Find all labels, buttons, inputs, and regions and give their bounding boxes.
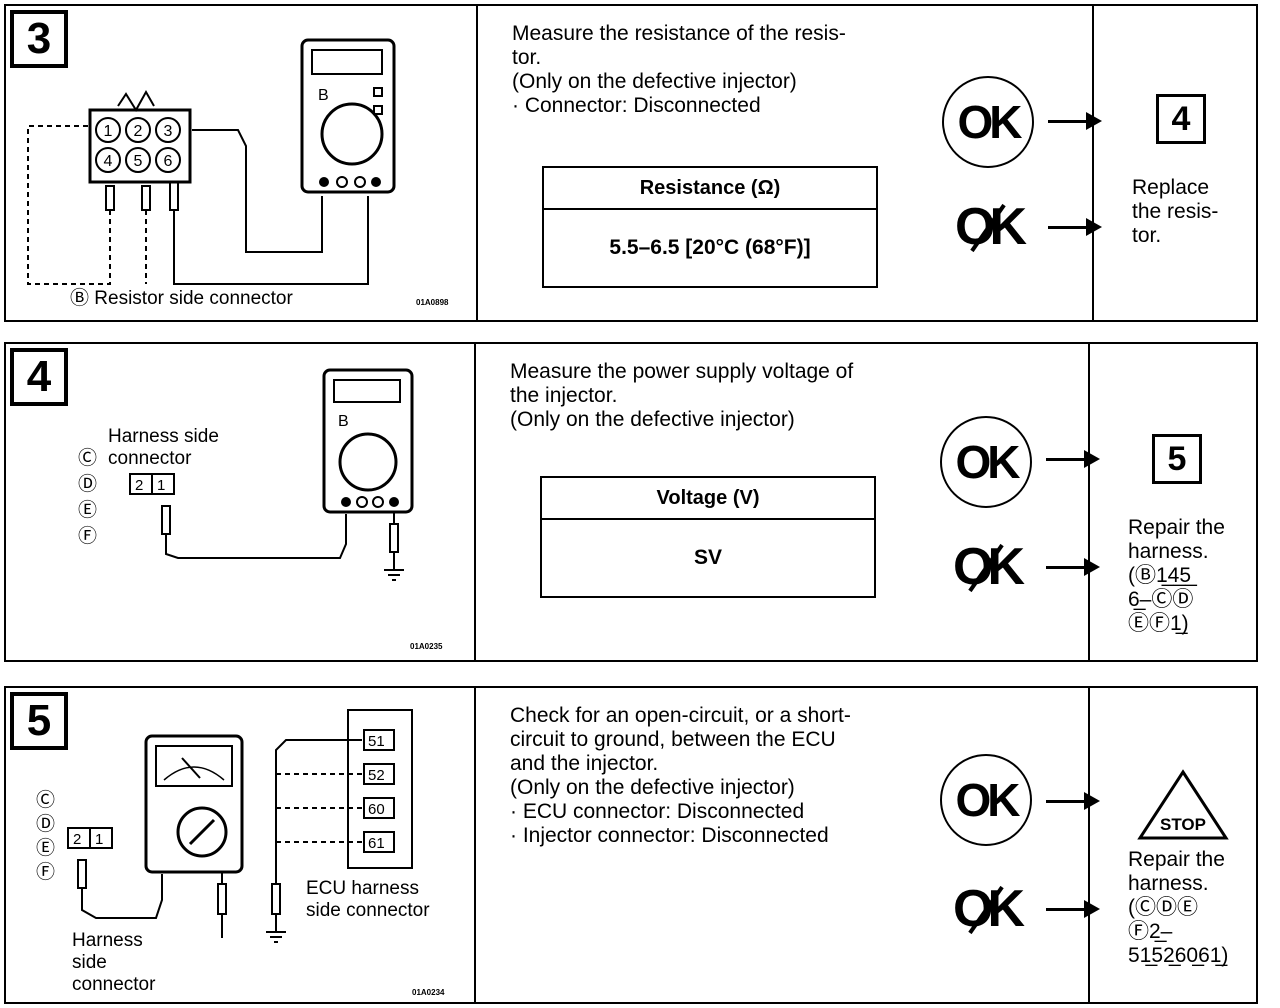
ecu-pin-label: 61: [368, 835, 385, 852]
arrow-right-icon: [1046, 450, 1100, 468]
connector-letter: Ⓓ: [78, 474, 98, 495]
step-number-box: 5: [10, 692, 68, 750]
connector-letter: Ⓒ: [78, 448, 98, 469]
spec-value: 5.5–6.5 [20°C (68°F)]: [609, 236, 811, 259]
arrow-right-icon: [1046, 900, 1100, 918]
meter-mark: B: [338, 413, 349, 430]
spec-header: Voltage (V): [542, 478, 874, 520]
ok-icon: OK: [942, 76, 1034, 168]
ecu-pin-label: 51: [368, 733, 385, 750]
step-5-panel: 5 2 1 51 52 60 61: [4, 686, 1258, 1004]
step-3-panel: 3 1 2 3 4 5 6 B: [4, 4, 1258, 322]
ng-result-text: Replace the resis- tor.: [1132, 176, 1219, 247]
step-3-results: 4 Replace the resis- tor.: [1092, 6, 1256, 320]
arrow-right-icon: [1046, 558, 1100, 576]
ng-result-text: Repair the harness. (ⒸⒹⒺ Ⓕ2̲– 51̲52̲60̲6…: [1128, 848, 1229, 967]
meter-mark: B: [318, 87, 329, 104]
connector-letter: Ⓔ: [36, 838, 56, 859]
connector-letter: Ⓕ: [36, 862, 56, 883]
pin-label: 6: [164, 153, 173, 170]
stop-label: STOP: [1160, 815, 1206, 834]
ng-result-text: Repair the harness. (Ⓑ1̲4̲5̲ 6̲–ⒸⒹ ⒺⒻ1̲): [1128, 516, 1225, 635]
step-3-instructions: Measure the resistance of the resis- tor…: [478, 6, 1102, 320]
instruction-text: Check for an open-circuit, or a short- c…: [510, 704, 851, 847]
ok-icon: OK: [940, 754, 1032, 846]
ecu-harness-label: ECU harness side connector: [306, 878, 430, 921]
step-5-results: STOP Repair the harness. (ⒸⒹⒺ Ⓕ2̲– 51̲52…: [1088, 688, 1256, 1002]
step-4-figure: 4 2 1 B Harness side connector Ⓒ Ⓓ Ⓔ Ⓕ 0…: [6, 344, 476, 660]
ecu-pin-label: 52: [368, 767, 385, 784]
step-number-box: 3: [10, 10, 68, 68]
resistor-wiring-diagram: 1 2 3 4 5 6 B: [27, 38, 396, 285]
go-to-step-box: 4: [1156, 94, 1206, 144]
figure-code: 01A0234: [412, 988, 445, 997]
pin-label: 1: [104, 123, 113, 140]
figure-code: 01A0235: [410, 642, 443, 651]
spec-value: SV: [693, 546, 722, 569]
ok-icon: OK: [940, 416, 1032, 508]
ng-icon: OK: [940, 874, 1032, 944]
pin-label: 5: [134, 153, 143, 170]
instruction-text: Measure the resistance of the resis- tor…: [512, 22, 846, 117]
pin-label: 2: [134, 123, 143, 140]
step-number-box: 4: [10, 348, 68, 406]
harness-side-label: Harness side connector: [72, 930, 156, 995]
pin-label: 4: [104, 153, 113, 170]
pin-label: 2: [135, 477, 143, 494]
spec-header: Resistance (Ω): [544, 168, 876, 210]
step-5-figure: 5 2 1 51 52 60 61: [6, 688, 476, 1002]
step-3-figure: 3 1 2 3 4 5 6 B: [6, 6, 478, 320]
connector-letter: Ⓓ: [36, 814, 56, 835]
stop-warning-icon: STOP: [1137, 769, 1229, 840]
step-4-instructions: Measure the power supply voltage of the …: [476, 344, 1100, 660]
pin-label: 2: [73, 831, 81, 848]
spec-table: Resistance (Ω) 5.5–6.5 [20°C (68°F)]: [542, 166, 878, 288]
pin-label: 1: [95, 831, 103, 848]
step-4-panel: 4 2 1 B Harness side connector Ⓒ Ⓓ Ⓔ Ⓕ 0…: [4, 342, 1258, 662]
connector-letter: Ⓔ: [78, 500, 98, 521]
arrow-right-icon: [1048, 112, 1102, 130]
harness-side-label: Harness side connector: [108, 426, 219, 469]
figure-caption: Ⓑ Resistor side connector: [70, 288, 293, 309]
connector-letter: Ⓒ: [36, 790, 56, 811]
connector-letter: Ⓕ: [78, 526, 98, 547]
arrow-right-icon: [1048, 218, 1102, 236]
go-to-step-box: 5: [1152, 434, 1202, 484]
instruction-text: Measure the power supply voltage of the …: [510, 360, 854, 431]
step-4-results: 5 Repair the harness. (Ⓑ1̲4̲5̲ 6̲–ⒸⒹ ⒺⒻ1…: [1088, 344, 1256, 660]
figure-code: 01A0898: [416, 298, 449, 307]
step-5-instructions: Check for an open-circuit, or a short- c…: [476, 688, 1100, 1002]
pin-label: 3: [164, 123, 173, 140]
continuity-wiring-diagram: 2 1 51 52 60 61: [67, 709, 413, 943]
pin-label: 1: [157, 477, 165, 494]
ng-icon: OK: [940, 532, 1032, 602]
arrow-right-icon: [1046, 792, 1100, 810]
ng-icon: OK: [942, 192, 1034, 262]
spec-table: Voltage (V) SV: [540, 476, 876, 598]
ecu-pin-label: 60: [368, 801, 385, 818]
voltage-wiring-diagram: 2 1 B: [129, 368, 414, 581]
